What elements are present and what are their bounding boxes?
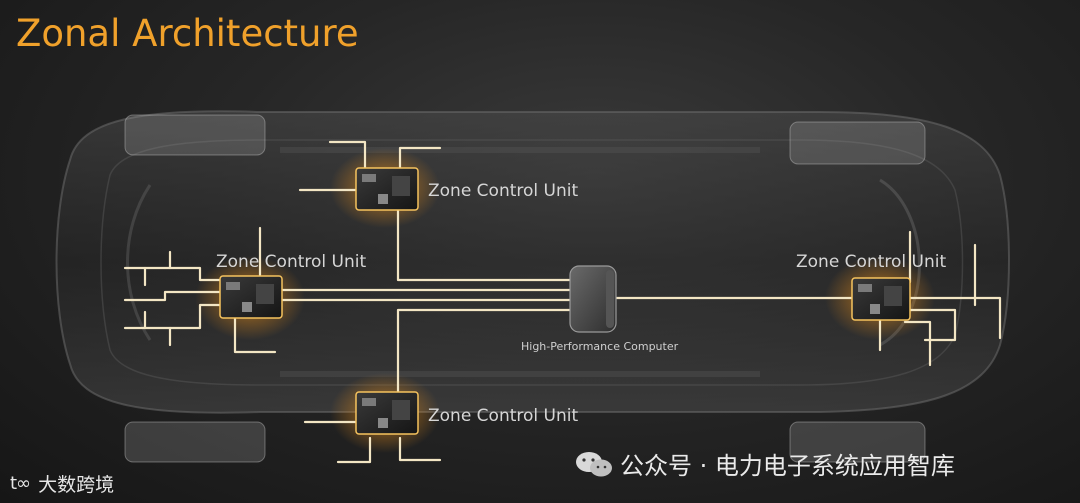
hpc-unit	[569, 265, 617, 333]
wheel-front-left	[124, 114, 266, 156]
wheel-front-right	[789, 121, 926, 165]
zone-unit-top-label: Zone Control Unit	[428, 181, 579, 201]
wheel-rear-right	[789, 421, 926, 463]
zone-unit-bottom-box	[355, 391, 419, 435]
wiring-harness	[123, 140, 1002, 464]
brand-text: 大数跨境	[38, 474, 115, 496]
brand-logo-icon: t∞	[10, 473, 31, 494]
car-silhouette	[55, 110, 1010, 463]
wechat-icon	[574, 449, 614, 479]
zone-unit-right-label: Zone Control Unit	[796, 252, 947, 272]
page-title: Zonal Architecture	[16, 12, 359, 55]
brand: t∞ 大数跨境	[10, 470, 114, 497]
zone-unit-bottom-label: Zone Control Unit	[428, 406, 579, 426]
hpc-label: High-Performance Computer	[521, 340, 679, 353]
wheel-rear-left	[124, 421, 266, 463]
zone-unit-left-label: Zone Control Unit	[216, 252, 367, 272]
watermark-text: 公众号 · 电力电子系统应用智库	[620, 452, 955, 480]
watermark: 公众号 · 电力电子系统应用智库	[574, 446, 955, 481]
zone-unit-right-box	[851, 277, 911, 321]
zone-unit-top-box	[355, 167, 419, 211]
zone-unit-left-box	[219, 275, 283, 319]
